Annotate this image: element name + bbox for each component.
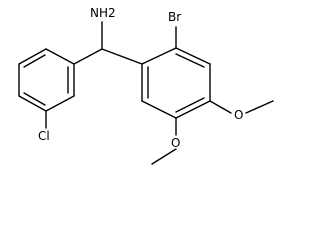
bond-c-o-upper: [209, 100, 232, 114]
bromodimethoxyphenyl-ring: [141, 47, 211, 119]
double-bond-inner: [23, 54, 46, 68]
amine-label: NH2: [90, 6, 116, 20]
oxygen-lower-label: O: [171, 136, 180, 150]
bond: [45, 48, 75, 65]
bromine-label: Br: [168, 10, 181, 24]
bond: [175, 47, 211, 65]
oxygen-upper-label: O: [234, 108, 243, 122]
bond: [18, 95, 47, 112]
chlorine-label: Cl: [38, 129, 50, 143]
double-bond-inner: [175, 97, 205, 113]
double-bond-inner: [175, 53, 205, 68]
bond: [18, 48, 47, 65]
bond-o-ch3-upper: [245, 100, 274, 114]
chlorophenyl-ring: [18, 48, 75, 112]
bond-ch-ring: [101, 48, 143, 65]
bond: [141, 47, 177, 65]
bond-ring-ch: [73, 48, 103, 65]
molecule-diagram: NH2 Br Cl O O: [18, 6, 274, 165]
bond-o-ch3-lower: [151, 148, 177, 165]
bond: [45, 95, 75, 112]
bond: [175, 100, 211, 119]
bond: [141, 100, 177, 119]
double-bond-inner: [23, 92, 46, 106]
